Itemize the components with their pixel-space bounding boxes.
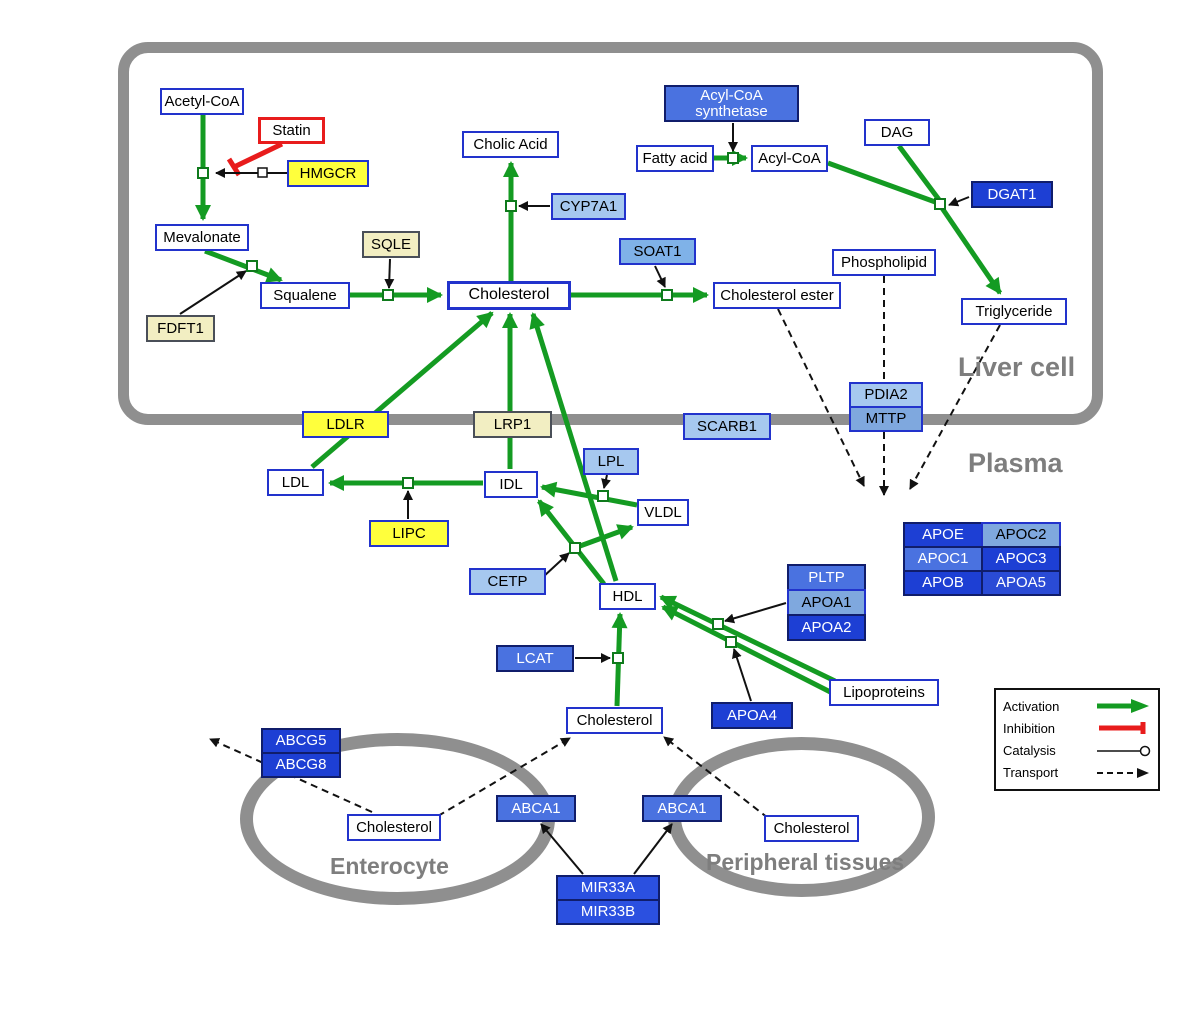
legend-row-activation: Activation	[1003, 695, 1151, 717]
legend-inhibition-label: Inhibition	[1003, 720, 1056, 736]
node-apoa5[interactable]: APOA5	[981, 570, 1061, 596]
node-cholic-acid[interactable]: Cholic Acid	[462, 131, 559, 158]
node-fatty-acid[interactable]: Fatty acid	[636, 145, 714, 172]
node-apoc3[interactable]: APOC3	[981, 546, 1061, 572]
node-squalene[interactable]: Squalene	[260, 282, 350, 309]
node-mir33b[interactable]: MIR33B	[556, 899, 660, 925]
node-cyp7a1[interactable]: CYP7A1	[551, 193, 626, 220]
node-dag[interactable]: DAG	[864, 119, 930, 146]
node-cetp[interactable]: CETP	[469, 568, 546, 595]
node-sqle[interactable]: SQLE	[362, 231, 420, 258]
plasma-label: Plasma	[968, 448, 1063, 478]
node-apoc1[interactable]: APOC1	[903, 546, 983, 572]
enterocyte-label: Enterocyte	[330, 853, 449, 879]
node-abca1-enterocyte[interactable]: ABCA1	[496, 795, 576, 822]
node-hmgcr[interactable]: HMGCR	[287, 160, 369, 187]
node-apoa4[interactable]: APOA4	[711, 702, 793, 729]
legend-activation-label: Activation	[1003, 698, 1060, 714]
node-apoa1[interactable]: APOA1	[787, 589, 866, 616]
node-apoc2[interactable]: APOC2	[981, 522, 1061, 548]
node-cholesterol-peripheral[interactable]: Cholesterol	[764, 815, 859, 842]
node-abca1-peripheral[interactable]: ABCA1	[642, 795, 722, 822]
node-hdl[interactable]: HDL	[599, 583, 656, 610]
node-acyl-coa-synthetase[interactable]: Acyl-CoA synthetase	[664, 85, 799, 122]
node-triglyceride[interactable]: Triglyceride	[961, 298, 1067, 325]
legend-transport-label: Transport	[1003, 765, 1059, 781]
node-mir33a[interactable]: MIR33A	[556, 875, 660, 901]
node-apob[interactable]: APOB	[903, 570, 983, 596]
node-apoa2[interactable]: APOA2	[787, 614, 866, 641]
node-lrp1[interactable]: LRP1	[473, 411, 552, 438]
node-lipc[interactable]: LIPC	[369, 520, 449, 547]
node-acetyl-coa[interactable]: Acetyl-CoA	[160, 88, 244, 115]
node-statin[interactable]: Statin	[258, 117, 325, 144]
liver-cell-label: Liver cell	[958, 352, 1076, 382]
legend-row-inhibition: Inhibition	[1003, 717, 1151, 739]
node-dgat1[interactable]: DGAT1	[971, 181, 1053, 208]
inhibition-tbar-icon	[1099, 722, 1146, 735]
node-apoe[interactable]: APOE	[903, 522, 983, 548]
node-lcat[interactable]: LCAT	[496, 645, 574, 672]
node-cholesterol-enterocyte[interactable]: Cholesterol	[347, 814, 441, 841]
node-idl[interactable]: IDL	[484, 471, 538, 498]
node-acyl-coa[interactable]: Acyl-CoA	[751, 145, 828, 172]
catalysis-circle-icon	[1097, 745, 1151, 756]
node-lipoproteins[interactable]: Lipoproteins	[829, 679, 939, 706]
node-fdft1[interactable]: FDFT1	[146, 315, 215, 342]
node-ldl[interactable]: LDL	[267, 469, 324, 496]
node-scarb1[interactable]: SCARB1	[683, 413, 771, 440]
node-phospholipid[interactable]: Phospholipid	[832, 249, 936, 276]
legend-row-transport: Transport	[1003, 762, 1151, 784]
node-cholesterol-ester[interactable]: Cholesterol ester	[713, 282, 841, 309]
peripheral-tissues-label: Peripheral tissues	[706, 849, 905, 875]
node-pltp[interactable]: PLTP	[787, 564, 866, 591]
node-abcg8[interactable]: ABCG8	[261, 752, 341, 778]
node-mttp[interactable]: MTTP	[849, 406, 923, 432]
liver-cell-membrane	[118, 42, 1103, 425]
activation-arrow-icon	[1097, 699, 1149, 713]
legend: Activation Inhibition Catalysis Transpor…	[994, 688, 1160, 791]
node-abcg5[interactable]: ABCG5	[261, 728, 341, 754]
transport-dashed-arrow-icon	[1097, 767, 1149, 778]
node-ldlr[interactable]: LDLR	[302, 411, 389, 438]
node-soat1[interactable]: SOAT1	[619, 238, 696, 265]
legend-catalysis-label: Catalysis	[1003, 743, 1056, 759]
node-vldl[interactable]: VLDL	[637, 499, 689, 526]
node-pdia2[interactable]: PDIA2	[849, 382, 923, 408]
node-lpl[interactable]: LPL	[583, 448, 639, 475]
node-mevalonate[interactable]: Mevalonate	[155, 224, 249, 251]
node-cholesterol-plasma[interactable]: Cholesterol	[566, 707, 663, 734]
legend-row-catalysis: Catalysis	[1003, 740, 1151, 762]
node-cholesterol-liver[interactable]: Cholesterol	[447, 281, 571, 310]
